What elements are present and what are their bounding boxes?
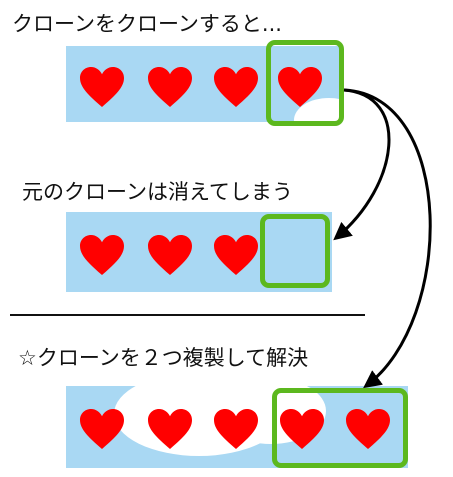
caption-solution: ☆クローンを２つ複製して解決 <box>18 346 309 370</box>
highlight-frame-empty-slot <box>260 214 330 288</box>
caption-clone-of-clone: クローンをクローンすると... <box>12 12 282 36</box>
heart-icon <box>280 409 324 449</box>
sprite-strip-bottom <box>66 386 408 468</box>
heart-icon <box>148 235 192 275</box>
highlight-frame-two-clones <box>272 388 408 468</box>
sprite-strip-middle <box>66 212 332 292</box>
heart-icon <box>214 67 258 107</box>
heart-icon <box>148 409 192 449</box>
sprite-strip-top <box>66 46 340 122</box>
divider <box>10 314 365 316</box>
highlight-frame-clone <box>266 40 344 126</box>
heart-icon <box>214 235 258 275</box>
heart-icon <box>278 67 322 107</box>
heart-icon <box>80 409 124 449</box>
caption-original-disappears: 元のクローンは消えてしまう <box>22 180 293 204</box>
heart-icon <box>80 67 124 107</box>
curved-arrow <box>343 88 432 389</box>
heart-icon <box>80 235 124 275</box>
heart-icon <box>346 409 390 449</box>
curved-arrow <box>333 88 391 241</box>
heart-icon <box>148 67 192 107</box>
heart-icon <box>214 409 258 449</box>
